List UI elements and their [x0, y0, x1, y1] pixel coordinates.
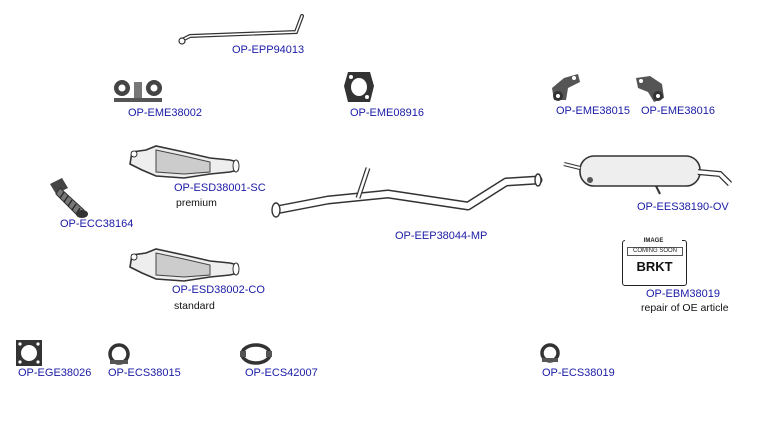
part-code-esd38002-co[interactable]: OP-ESD38002-CO	[172, 284, 265, 296]
part-note-standard: standard	[174, 300, 215, 312]
part-code-eme08916[interactable]: OP-EME08916	[350, 107, 424, 119]
part-code-ecs42007[interactable]: OP-ECS42007	[245, 367, 318, 379]
bracket-icon[interactable]	[548, 70, 584, 106]
part-code-ecc38164[interactable]: OP-ECC38164	[60, 218, 134, 230]
part-code-ees38190-ov[interactable]: OP-EES38190-OV	[637, 201, 729, 213]
gasket-icon[interactable]	[14, 338, 44, 368]
part-code-epp94013[interactable]: OP-EPP94013	[232, 44, 305, 56]
muffler-icon[interactable]	[126, 142, 242, 184]
placeholder-sub-text: COMING SOON	[627, 247, 683, 256]
part-code-ebm38019[interactable]: OP-EBM38019	[646, 288, 720, 300]
part-code-esd38001-sc[interactable]: OP-ESD38001-SC	[174, 182, 266, 194]
part-code-eme38015[interactable]: OP-EME38015	[556, 105, 630, 117]
part-code-ecs38015[interactable]: OP-ECS38015	[108, 367, 181, 379]
clamp-icon[interactable]	[538, 342, 562, 366]
part-note-repair: repair of OE article	[641, 302, 729, 314]
part-note-premium: premium	[176, 197, 217, 209]
rubber-mount-icon[interactable]	[110, 72, 166, 108]
part-code-ege38026[interactable]: OP-EGE38026	[18, 367, 92, 379]
part-code-eme38002[interactable]: OP-EME38002	[128, 107, 202, 119]
part-code-eep38044-mp[interactable]: OP-EEP38044-MP	[395, 230, 488, 242]
flex-pipe-icon[interactable]	[46, 176, 94, 220]
pipe-icon[interactable]	[268, 160, 546, 224]
gasket-icon[interactable]	[342, 68, 376, 106]
placeholder-image-icon[interactable]: IMAGE COMING SOON BRKT	[622, 238, 687, 286]
placeholder-main-text: BRKT	[636, 259, 673, 274]
part-code-eme38016[interactable]: OP-EME38016	[641, 105, 715, 117]
part-code-ecs38019[interactable]: OP-ECS38019	[542, 367, 615, 379]
muffler-icon[interactable]	[126, 245, 242, 287]
clamp-icon[interactable]	[238, 342, 274, 366]
rear-silencer-icon[interactable]	[560, 150, 736, 198]
clamp-icon[interactable]	[106, 342, 132, 366]
pipe-icon[interactable]	[176, 10, 308, 50]
placeholder-top-text: IMAGE	[625, 238, 682, 244]
bracket-icon[interactable]	[632, 72, 668, 106]
